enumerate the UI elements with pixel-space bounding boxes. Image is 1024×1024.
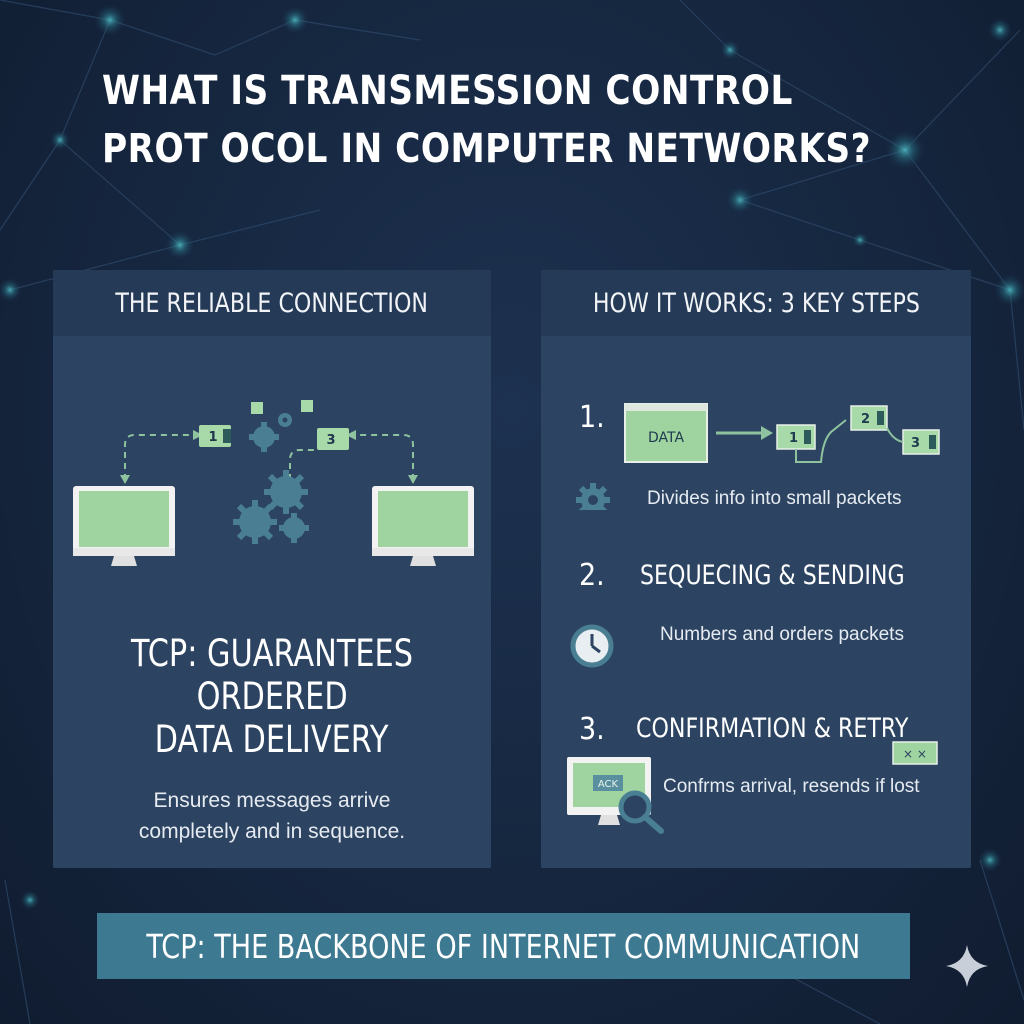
step-3-description: Confrms arrival, resends if lost [663,776,920,797]
left-packet-1: 1 [208,430,217,445]
ack-label: ACK [598,779,619,790]
left-packet-3: 3 [326,433,335,448]
step-3-number: 3. [579,712,605,747]
key-steps-panel: HOW IT WORKS: 3 KEY STEPS 1. DATA 1 2 3 [541,270,971,868]
guarantee-headline: TCP: GUARANTEES ORDERED DATA DELIVERY [53,632,491,761]
title-line-2: PROT OCOL IN COMPUTER NETWORKS? [102,126,872,172]
left-panel-header: THE RELIABLE CONNECTION [53,270,491,336]
step-3-title: CONFIRMATION & RETRY [636,713,909,744]
description-line-2: completely and in sequence. [138,820,406,843]
retry-packet-icon: × × [892,741,938,765]
data-block-label: DATA [648,430,684,446]
right-packet-2: 2 [861,412,870,427]
magnifier-monitor-icon: ACK [567,757,664,834]
step-2-number: 2. [579,558,605,593]
step-2-title: SEQUECING & SENDING [640,560,905,591]
packet-icon: 3 [317,428,349,450]
gear-icon [576,483,610,510]
computer-icon [73,486,175,566]
right-packet-3: 3 [911,436,920,451]
right-packet-1: 1 [789,431,798,446]
packet-icon: 2 [850,405,888,431]
description-line-1: Ensures messages arrive [153,789,391,812]
bottom-banner: TCP: THE BACKBONE OF INTERNET COMMUNICAT… [97,913,910,979]
headline-line-2: ORDERED [196,675,348,718]
packet-icon: 1 [199,425,231,447]
svg-text:× ×: × × [903,747,927,761]
reliable-connection-panel: THE RELIABLE CONNECTION 1 3 [53,270,491,868]
dashed-arrow-icon [124,434,414,480]
packet-icon: 3 [902,429,940,455]
connection-diagram: 1 3 [73,400,474,566]
right-panel-title: HOW IT WORKS: 3 KEY STEPS [592,287,920,319]
sparkle-icon [946,945,988,987]
packet-icon: 1 [776,424,816,450]
guarantee-description: Ensures messages arrive completely and i… [53,785,491,847]
step-2-description: Numbers and orders packets [660,624,904,645]
step-1-number: 1. [579,400,605,435]
banner-text: TCP: THE BACKBONE OF INTERNET COMMUNICAT… [146,926,861,966]
headline-line-3: DATA DELIVERY [155,718,389,761]
headline-line-1: TCP: GUARANTEES [130,632,414,675]
computer-icon [372,486,474,566]
title-line-1: WHAT IS TRANSMESSION CONTROL [102,68,793,114]
left-panel-title: THE RELIABLE CONNECTION [115,287,429,319]
packetizing-diagram: DATA 1 2 3 [576,403,940,510]
page-title: WHAT IS TRANSMESSION CONTROL PROT OCOL I… [102,62,872,178]
right-panel-header: HOW IT WORKS: 3 KEY STEPS [541,270,971,336]
step-1-description: Divides info into small packets [647,488,902,509]
clock-icon [570,624,614,668]
